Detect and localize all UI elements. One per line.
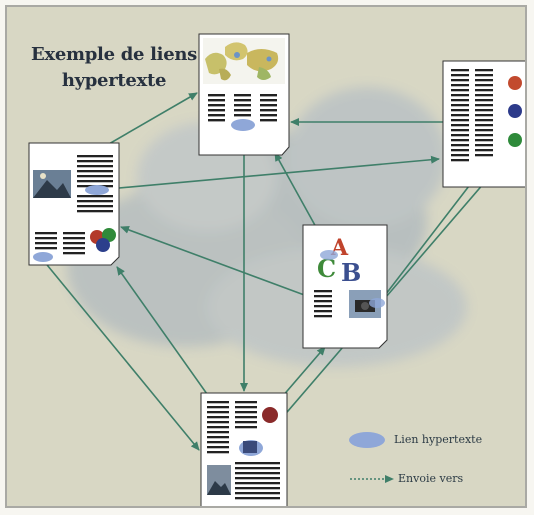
- arrow-bottom-to-left: [116, 266, 208, 395]
- image-icon: [243, 441, 257, 453]
- world-map-image: [203, 38, 285, 84]
- landscape-photo: [33, 170, 71, 198]
- text-lines: [207, 401, 280, 500]
- diagram-title: Exemple de liens hypertexte: [29, 42, 199, 94]
- page-left: [28, 142, 120, 266]
- page-top: [198, 33, 290, 156]
- landscape-photo: [207, 465, 231, 495]
- arrow-center-to-left: [120, 226, 308, 297]
- svg-text:B: B: [341, 258, 361, 287]
- legend-hyperlink-swatch: [349, 432, 385, 448]
- text-lines: [451, 69, 493, 162]
- title-line-2: hypertexte: [61, 70, 167, 91]
- svg-text:C: C: [317, 254, 336, 283]
- colored-circles: [508, 76, 522, 147]
- arrow-center-to-right: [378, 172, 480, 304]
- hyperlink-marker[interactable]: [231, 119, 255, 131]
- text-lines: [208, 94, 277, 122]
- colored-circles: [90, 228, 116, 252]
- hyperlink-marker[interactable]: [33, 252, 53, 262]
- page-bottom: [200, 392, 288, 506]
- hyperlink-diagram: A C B: [7, 7, 525, 506]
- hyperlink-marker[interactable]: [369, 298, 385, 308]
- text-lines: [314, 290, 332, 318]
- title-line-1: Exemple de liens: [31, 44, 197, 65]
- page-right: [442, 60, 525, 188]
- hyperlink-marker[interactable]: [320, 250, 338, 260]
- legend-arrow-label: Envoie vers: [398, 472, 464, 485]
- arrow-left-to-bottom: [42, 259, 200, 451]
- page-center: A C B: [302, 224, 388, 349]
- red-circle-icon: [262, 407, 278, 423]
- hyperlink-marker[interactable]: [85, 185, 109, 195]
- arrow-left-to-right: [96, 155, 440, 191]
- legend-link-label: Lien hypertexte: [394, 433, 483, 446]
- diagram-frame: A C B: [5, 5, 527, 508]
- text-lines: [35, 155, 113, 255]
